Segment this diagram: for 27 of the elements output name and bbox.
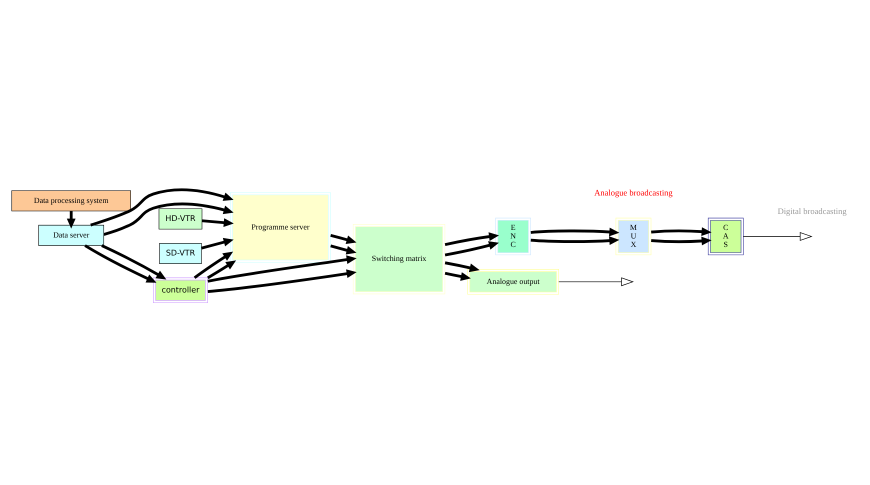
- arrow: [444, 271, 471, 280]
- arrow: [208, 268, 357, 292]
- arrow: [444, 240, 499, 256]
- arrow: [101, 244, 166, 280]
- label: Digital broadcasting: [778, 206, 847, 216]
- node-box: Data processing system: [11, 190, 131, 211]
- arrow: [444, 232, 500, 246]
- arrow: [208, 254, 357, 282]
- arrow: [444, 260, 480, 272]
- arrow: [330, 244, 357, 254]
- arrow: [530, 227, 620, 236]
- arrow: [651, 226, 712, 236]
- arrow: [90, 188, 234, 226]
- arrow: [103, 202, 234, 236]
- arrow: [202, 218, 234, 226]
- arrow: [194, 251, 234, 278]
- arrow: [558, 276, 634, 286]
- arrow: [651, 236, 712, 245]
- node-box: Data server: [38, 224, 104, 246]
- arrow: [330, 234, 356, 244]
- arrow: [530, 236, 620, 245]
- arrow: [743, 232, 813, 240]
- node-box: C A S: [708, 217, 744, 255]
- arrow: [207, 260, 236, 279]
- arrow: [84, 244, 156, 282]
- arrow: [201, 237, 234, 249]
- label: Analogue broadcasting: [594, 186, 673, 197]
